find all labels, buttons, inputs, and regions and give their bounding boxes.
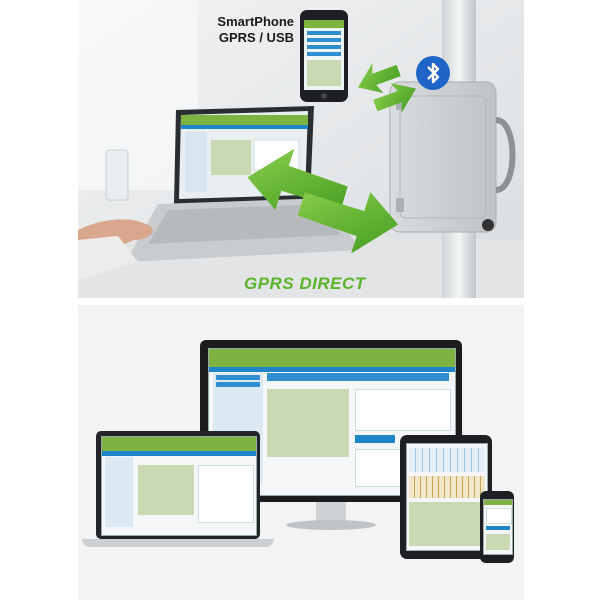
tablet-screen bbox=[406, 443, 488, 551]
top-photo-panel: SmartPhone GPRS / USB GPRS DIRECT bbox=[78, 0, 524, 298]
phone-label-line2: GPRS / USB bbox=[218, 30, 294, 45]
monitor-header-bar bbox=[267, 373, 449, 381]
tablet-chart bbox=[409, 448, 485, 472]
monitor-button bbox=[355, 435, 395, 443]
monitor-table bbox=[355, 389, 451, 431]
small-phone-frame bbox=[480, 491, 514, 563]
laptop-table bbox=[198, 465, 254, 523]
tablet-frame bbox=[400, 435, 492, 559]
laptop-map bbox=[138, 465, 194, 515]
devices-panel bbox=[78, 305, 524, 600]
monitor-base bbox=[286, 520, 376, 530]
phone-label: SmartPhone GPRS / USB bbox=[198, 14, 294, 46]
bluetooth-icon bbox=[416, 56, 450, 90]
monitor-sidebar-item bbox=[216, 382, 260, 387]
monitor-map bbox=[267, 389, 349, 457]
laptop-base bbox=[82, 539, 274, 547]
laptop-nav-bar bbox=[102, 451, 256, 456]
small-phone-table bbox=[486, 508, 512, 524]
top-scene bbox=[78, 0, 524, 298]
laptop-screen bbox=[101, 436, 257, 536]
gprs-direct-headline: GPRS DIRECT bbox=[244, 274, 366, 293]
small-phone-brand-bar bbox=[484, 500, 512, 505]
laptop-frame bbox=[96, 431, 260, 539]
tablet-chart-2 bbox=[409, 476, 485, 498]
monitor-brand-bar bbox=[209, 349, 455, 367]
laptop-brand-bar bbox=[102, 437, 256, 451]
tablet-map bbox=[409, 502, 485, 546]
small-phone-button bbox=[486, 526, 510, 530]
monitor-nav-bar bbox=[209, 367, 455, 372]
small-phone-map bbox=[486, 534, 510, 550]
monitor-neck bbox=[316, 502, 346, 522]
monitor-sidebar-item bbox=[216, 375, 260, 380]
laptop-sidebar bbox=[105, 457, 133, 527]
small-phone-screen bbox=[483, 499, 513, 555]
phone-label-line1: SmartPhone bbox=[217, 14, 294, 29]
